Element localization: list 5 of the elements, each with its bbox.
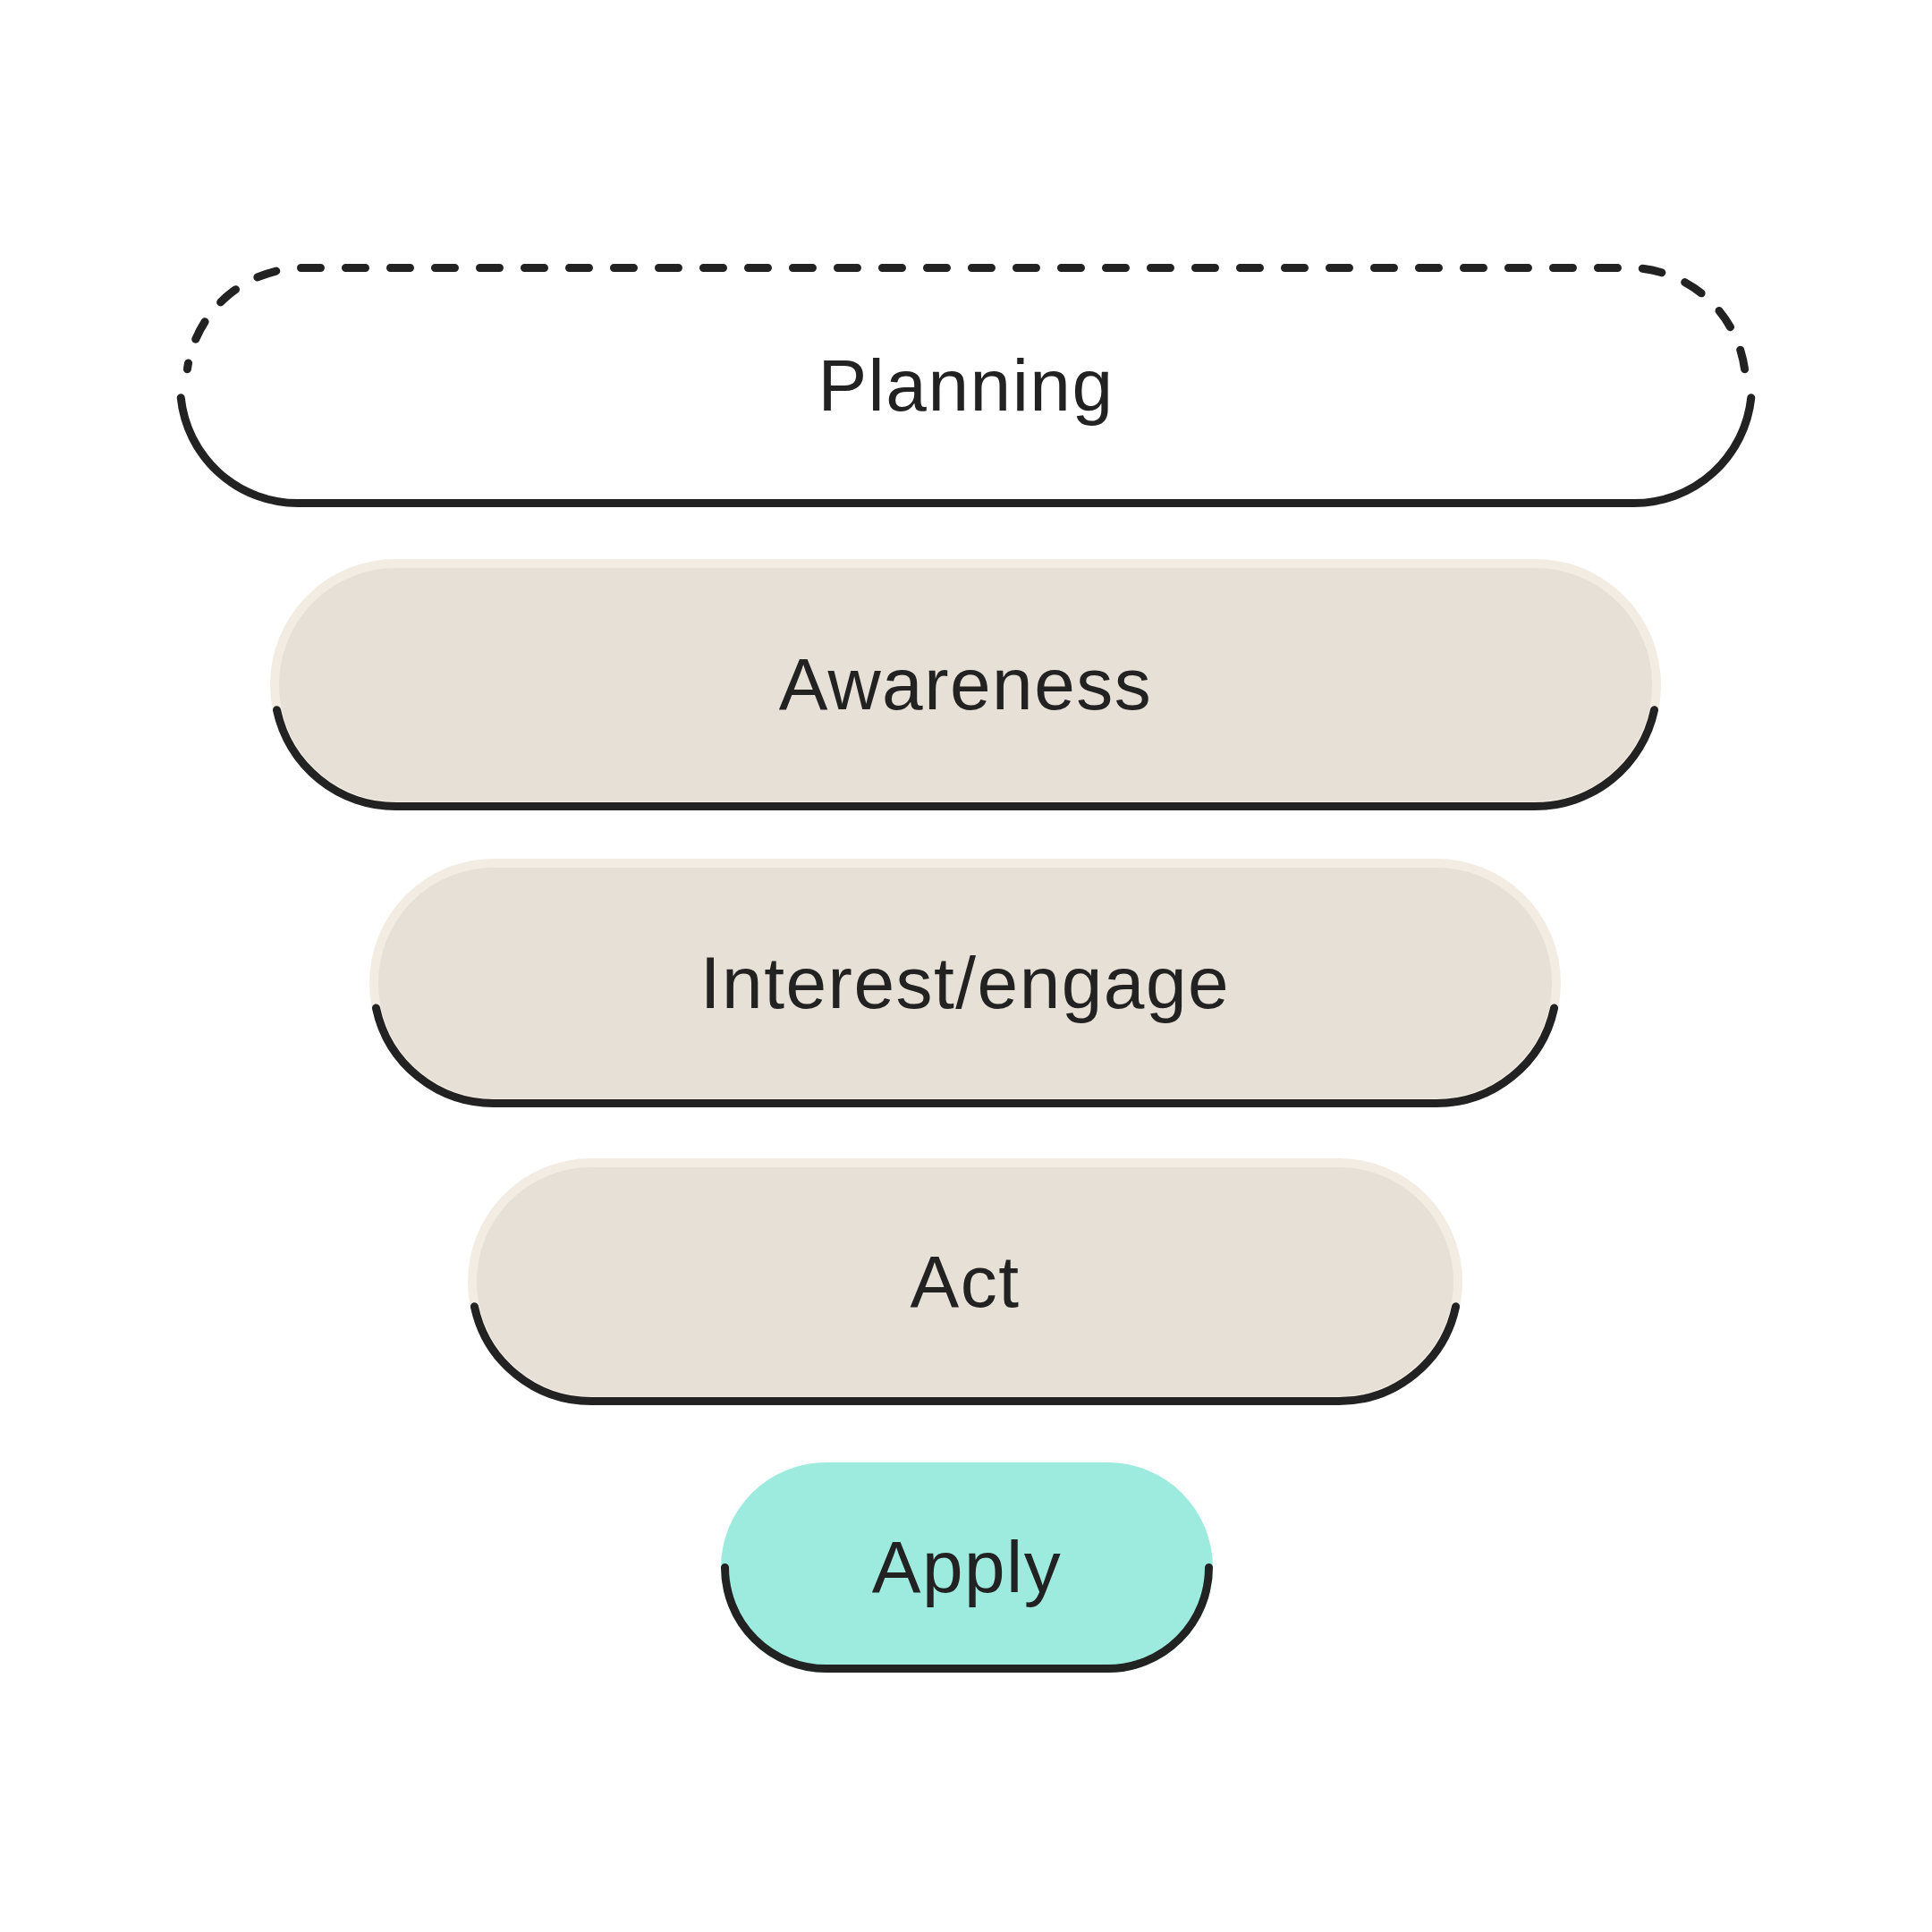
stage-label: Act [910, 1239, 1021, 1324]
stage-label: Awareness [778, 642, 1153, 727]
stage-label: Interest/engage [699, 940, 1231, 1025]
stage-label: Apply [871, 1525, 1063, 1610]
stage-label: Planning [818, 343, 1114, 428]
